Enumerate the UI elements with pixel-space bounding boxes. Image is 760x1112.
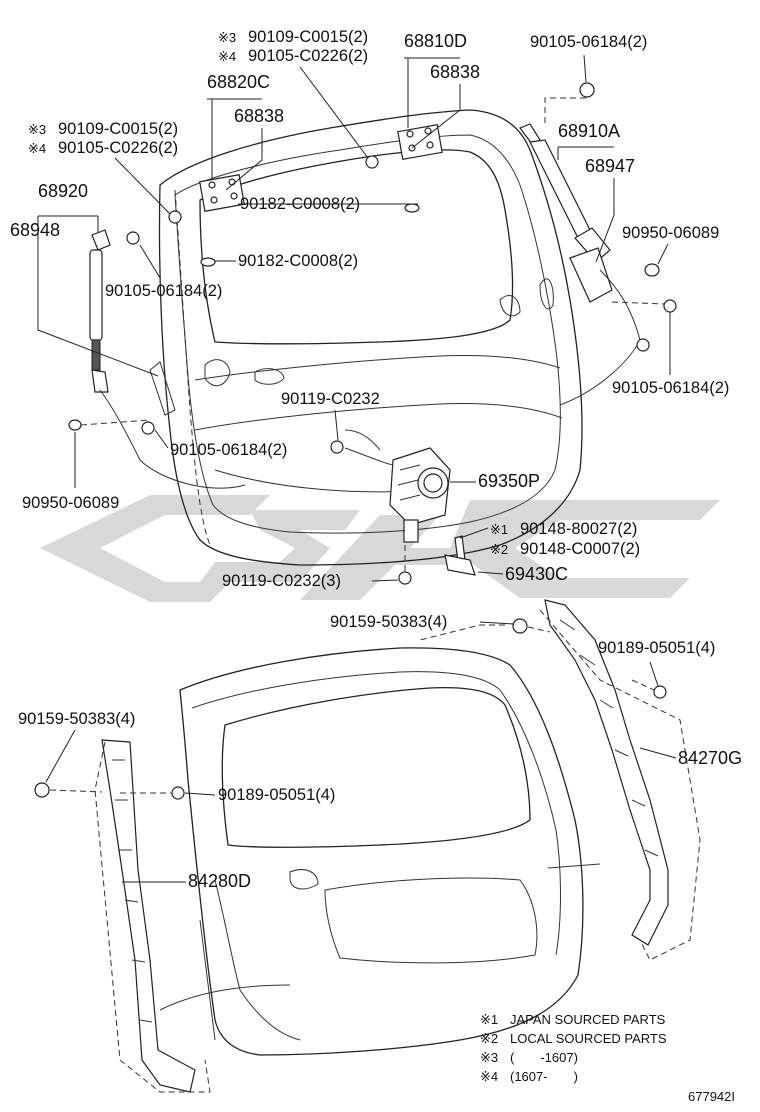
diagram-id: 677942I	[688, 1089, 735, 1104]
label-84280D: 84280D	[188, 871, 251, 891]
label-90182-b: 90182-C0008(2)	[238, 252, 358, 270]
note-mark: ※4	[218, 49, 236, 64]
label-90148-c0007: 90148-C0007(2)	[520, 540, 640, 558]
label-90189-left: 90189-05051(4)	[218, 786, 335, 804]
label-90159-left: 90159-50383(4)	[18, 710, 135, 728]
label-90950-left: 90950-06089	[22, 494, 119, 512]
legend-text-4: (1607- )	[510, 1069, 578, 1084]
label-68920: 68920	[38, 181, 88, 201]
legend-mark-2: ※2	[480, 1031, 498, 1046]
label-90159-top: 90159-50383(4)	[330, 613, 447, 631]
label-69350P: 69350P	[478, 471, 540, 491]
label-90105-06184-top-right: 90105-06184(2)	[530, 33, 647, 51]
legend-mark-4: ※4	[480, 1069, 498, 1084]
label-90105-c0226-left: 90105-C0226(2)	[58, 139, 178, 157]
label-68838-right: 68838	[430, 62, 480, 82]
label-68810D: 68810D	[404, 31, 467, 51]
note-mark: ※3	[28, 122, 46, 137]
upper-labels: 68810D 68838 68820C 68838 ※3 90109-C0015…	[10, 28, 729, 590]
watermark-logo	[40, 495, 720, 602]
legend-mark-1: ※1	[480, 1012, 498, 1027]
label-90119: 90119-C0232	[281, 390, 380, 408]
garnish-right	[539, 599, 701, 961]
label-90105-06184-right: 90105-06184(2)	[612, 379, 729, 397]
label-68910A: 68910A	[558, 121, 620, 141]
garnish-left	[94, 739, 211, 1093]
note-mark: ※4	[28, 141, 46, 156]
lower-labels: 90159-50383(4) 90189-05051(4) 90159-5038…	[18, 613, 742, 891]
legend-text-1: JAPAN SOURCED PARTS	[510, 1012, 666, 1027]
lower-backdoor-drawing	[34, 599, 701, 1093]
label-90950-right: 90950-06089	[622, 224, 719, 242]
note-mark: ※2	[490, 542, 508, 557]
note-mark: ※1	[490, 522, 508, 537]
label-90105-c0226-top: 90105-C0226(2)	[248, 47, 368, 65]
label-90105-06184-left: 90105-06184(2)	[105, 282, 222, 300]
legend-text-3: ( -1607)	[510, 1050, 578, 1065]
legend: ※1 JAPAN SOURCED PARTS ※2 LOCAL SOURCED …	[480, 1012, 667, 1084]
label-84270G: 84270G	[678, 748, 742, 768]
lock-motor-unit	[389, 447, 451, 543]
label-90148-80027: 90148-80027(2)	[520, 520, 637, 538]
lower-leaders	[45, 621, 677, 883]
label-68948: 68948	[10, 220, 60, 240]
label-90109-top: 90109-C0015(2)	[248, 28, 368, 46]
legend-mark-3: ※3	[480, 1050, 498, 1065]
label-68838-left: 68838	[234, 106, 284, 126]
label-68947: 68947	[585, 156, 635, 176]
legend-text-2: LOCAL SOURCED PARTS	[510, 1031, 667, 1046]
label-68820C: 68820C	[207, 72, 270, 92]
label-90119-3: 90119-C0232(3)	[222, 572, 341, 590]
label-90109-left: 90109-C0015(2)	[58, 120, 178, 138]
label-90105-06184-center: 90105-06184(2)	[170, 441, 287, 459]
upper-leaders	[37, 54, 671, 582]
label-90189-right: 90189-05051(4)	[598, 639, 715, 657]
note-mark: ※3	[218, 30, 236, 45]
label-69430C: 69430C	[505, 564, 568, 584]
